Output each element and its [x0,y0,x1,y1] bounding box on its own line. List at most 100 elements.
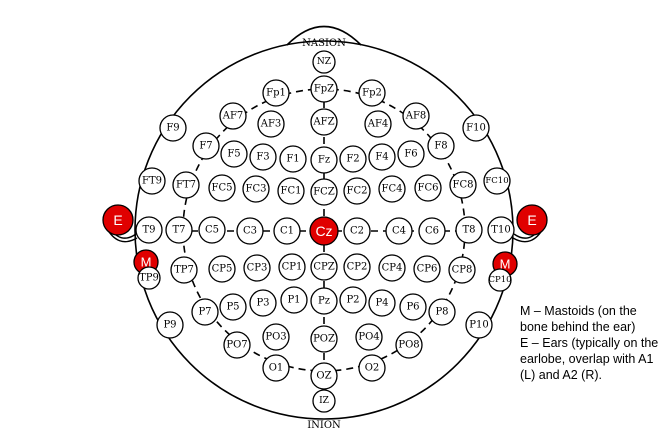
electrode-circle [310,108,338,136]
electrode-fp1: Fp1 [262,79,290,107]
electrode-circle [449,171,477,199]
electrode-label: FT7 [176,180,196,191]
electrode-circle [220,140,248,168]
electrode-cp6: CP6 [413,255,441,283]
electrode-c6: C6 [418,217,446,245]
electrode-circle [243,254,271,282]
electrode-circle [355,323,383,351]
electrode-c3: C3 [236,217,264,245]
electrode-afz: AFZ [310,108,338,136]
electrode-iz: IZ [312,389,336,413]
electrode-circle [249,289,277,317]
electrode-label: F5 [227,149,240,160]
electrode-circle [310,146,338,174]
electrode-cp8: CP8 [448,256,476,284]
electrode-circle [402,102,430,130]
electrode-circle [399,293,427,321]
electrode-label: PO8 [398,340,419,351]
electrode-o1: O1 [262,354,290,382]
electrode-ft7: FT7 [172,171,200,199]
electrode-fc5: FC5 [208,174,236,202]
electrode-fpz: FpZ [310,75,338,103]
electrode-circle [427,132,455,160]
electrode-label: AF3 [260,119,282,130]
electrode-label: F2 [346,154,359,165]
electrode-label: FC8 [453,180,474,191]
electrode-poz: POZ [310,325,338,353]
electrode-circle [208,174,236,202]
electrode-circle [462,114,490,142]
electrode-label: AF8 [405,111,427,122]
electrode-c4: C4 [385,217,413,245]
legend-ears: E – Ears (typically on the earlobe, over… [520,336,659,382]
electrode-f10: F10 [462,114,490,142]
electrode-tp9: TP9 [137,266,161,290]
electrode-circle [279,145,307,173]
electrode-label: Cz [315,223,332,239]
electrode-p1: P1 [280,286,308,314]
electrode-circle [310,362,338,390]
electrode-circle [310,178,338,206]
electrode-f5: F5 [220,140,248,168]
electrode-c2: C2 [343,217,371,245]
electrode-circle [312,389,336,413]
electrode-label: FC1 [281,186,302,197]
electrode-label: T10 [491,225,510,236]
electrode-label: CP5 [212,264,233,275]
electrode-circle [395,331,423,359]
electrode-circle [138,167,166,195]
electrode-f6: F6 [397,140,425,168]
electrode-fc6: FC6 [414,174,442,202]
electrode-circle [455,216,483,244]
electrode-fcz: FCZ [310,178,338,206]
electrode-circle [223,331,251,359]
electrode-label: T8 [462,225,475,236]
electrode-circle [378,254,406,282]
electrode-fc8: FC8 [449,171,477,199]
electrode-label: C5 [205,225,219,236]
electrode-fc1: FC1 [277,177,305,205]
electrode-circle [488,268,512,292]
electrode-nz: NZ [312,50,336,74]
electrode-circle [280,286,308,314]
electrode-po4: PO4 [355,323,383,351]
electrode-label: OZ [316,371,331,382]
electrode-label: AF4 [367,119,389,130]
electrode-circle [465,311,493,339]
electrode-label: CPZ [313,262,334,273]
electrode-cp4: CP4 [378,254,406,282]
electrode-label: F7 [199,141,212,152]
electrode-t8: T8 [455,216,483,244]
electrode-t7: T7 [165,216,193,244]
electrode-ft9: FT9 [138,167,166,195]
electrode-circle [358,354,386,382]
electrode-fc2: FC2 [343,177,371,205]
electrode-label: PO4 [358,332,379,343]
electrode-label: P4 [375,298,388,309]
electrode-circle [385,217,413,245]
electrode-circle [262,323,290,351]
electrode-label: CP2 [347,262,368,273]
electrode-label: F10 [466,123,486,134]
electrode-label: CP4 [382,263,403,274]
electrode-label: FpZ [314,84,334,95]
electrode-label: C3 [243,226,257,237]
electrode-circle [198,216,226,244]
electrode-circle [309,216,339,246]
electrode-label: IZ [319,396,329,406]
electrode-cp5: CP5 [208,255,236,283]
electrode-label: P1 [287,295,300,306]
electrode-cp2: CP2 [343,253,371,281]
electrode-circle [102,204,134,236]
electrode-p7: P7 [191,298,219,326]
electrode-p6: P6 [399,293,427,321]
electrode-label: P3 [256,298,269,309]
electrode-label: P8 [435,307,448,318]
electrode-circle [191,298,219,326]
electrode-circle [312,50,336,74]
electrode-af3: AF3 [257,110,285,138]
electrode-label: POZ [313,334,335,345]
electrode-label: CP6 [417,264,438,275]
